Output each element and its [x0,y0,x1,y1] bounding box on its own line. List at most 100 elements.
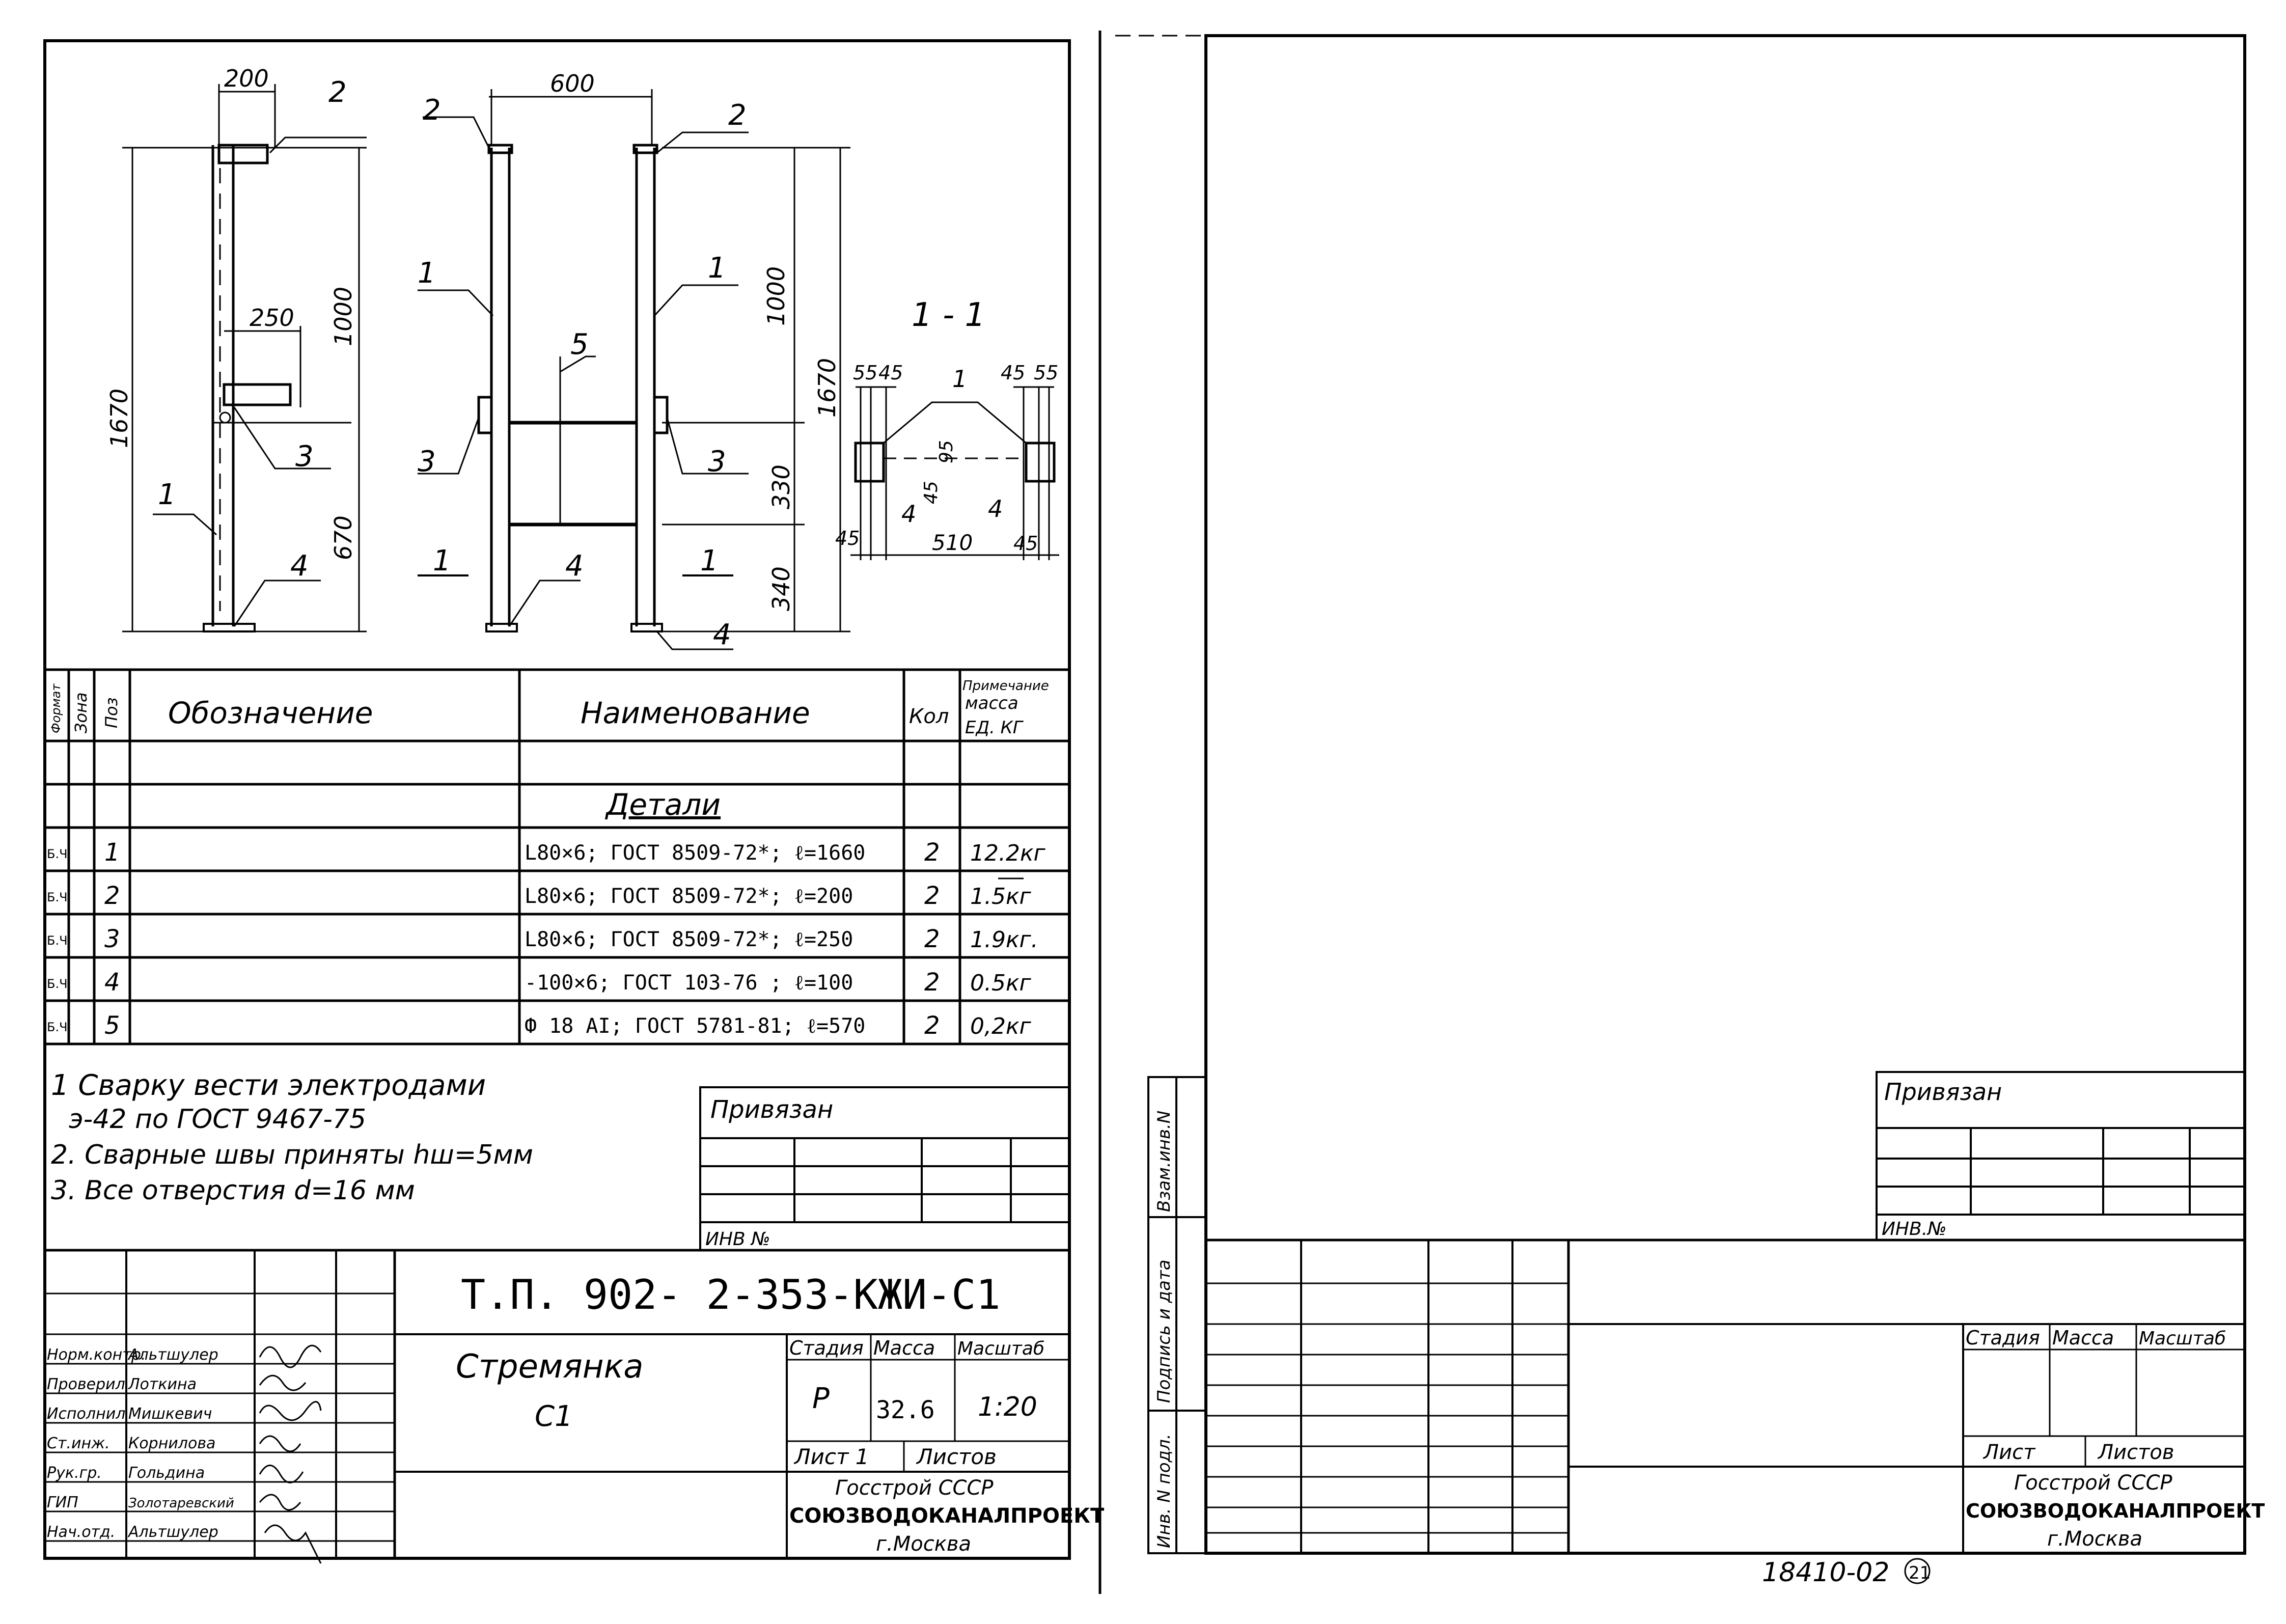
hdr-qty: Кол [909,705,949,728]
hdr-note1: Примечание [962,678,1049,694]
scale-value: 1:20 [978,1392,1037,1422]
binding-right-title: Привязан [1884,1078,2002,1106]
row-format: Б.Ч [47,847,68,861]
dim-45e: 45 [1013,532,1038,555]
dim-330: 330 [767,464,795,509]
stage-label: Стадия [1966,1327,2040,1349]
right-sheet-frame [1204,34,2246,1555]
sheet-label: Лист 1 [793,1444,869,1469]
row-name: L80×6; ГОСТ 8509-72*; ℓ=200 [525,885,853,908]
pos-1c: 1 [158,478,176,511]
row-name: -100×6; ГОСТ 103-76 ; ℓ=100 [525,971,853,995]
org-ministry: Госстрой СССР [835,1476,994,1500]
binding-left-inv: ИНВ № [705,1229,770,1250]
hdr-note3: ЕД. КГ [965,718,1024,738]
scale-label: Масштаб [957,1338,1044,1359]
side-sign-date: Подпись и дата [1154,1259,1174,1403]
hdr-designation: Обозначение [168,696,373,730]
note-line: э-42 по ГОСТ 9467-75 [69,1104,366,1135]
dim-1670a: 1670 [105,389,133,448]
pos-4b: 4 [565,549,584,583]
row-note: 0,2кг [970,1013,1032,1039]
role-label: ГИП [47,1494,78,1511]
dim-340: 340 [767,566,795,611]
pos-2b: 2 [423,94,441,127]
pos-4c: 4 [713,618,731,651]
dim-55b: 55 [1034,362,1058,384]
row-pos: 5 [104,1011,120,1040]
spec-rows: Б.Ч 1 L80×6; ГОСТ 8509-72*; ℓ=1660 2 12.… [47,838,1046,1040]
row-format: Б.Ч [47,1020,68,1034]
pos-2a: 2 [328,76,347,109]
dim-45a: 45 [878,362,903,384]
row-pos: 3 [104,925,120,953]
spec-table [45,668,1069,1045]
general-notes: 1 Сварку вести электродами э-42 по ГОСТ … [51,1069,533,1206]
title-block-right [1206,1238,2245,1553]
org-city: г.Москва [2047,1527,2142,1551]
row-qty: 2 [924,925,940,953]
role-label: Рук.гр. [47,1464,102,1482]
stage-value: Р [812,1382,830,1415]
dim-45c: 45 [921,481,942,504]
section-mark-2: 1 [700,544,719,577]
hdr-zone: Зона [71,692,91,733]
scale-label: Масштаб [2139,1328,2226,1349]
row-pos: 4 [104,968,120,997]
dim-1000a: 1000 [329,287,357,346]
row-format: Б.Ч [47,890,68,904]
org-city: г.Москва [876,1532,971,1556]
table-row: Б.Ч 4 -100×6; ГОСТ 103-76 ; ℓ=100 2 0.5к… [47,968,1032,997]
pos-3a: 3 [295,440,314,473]
drawing-code: Т.П. 902- 2-353-КЖИ-С1 [461,1271,1001,1318]
role-label: Норм.контр. [47,1346,146,1364]
dim-600: 600 [550,70,595,97]
spec-headers: Формат Зона Поз Обозначение Наименование… [49,678,1049,822]
row-qty: 2 [924,838,940,867]
org-name: СОЮЗВОДОКАНАЛПРОЕКТ [789,1504,1105,1528]
hdr-format: Формат [49,683,63,733]
role-label: Нач.отд. [47,1523,115,1541]
role-person: Лоткина [128,1375,197,1393]
pos-4d: 4 [901,500,916,528]
note-line: 3. Все отверстия d=16 мм [51,1175,415,1206]
dim-1000b: 1000 [762,266,790,326]
role-label: Ст.инж. [47,1435,110,1452]
table-row: Б.Ч 5 Ф 18 АI; ГОСТ 5781-81; ℓ=570 2 0,2… [47,1011,1032,1040]
dim-250: 250 [250,304,294,332]
sheet-label: Лист [1982,1441,2036,1464]
pos-1b: 1 [708,252,726,285]
pos-3b: 3 [418,445,436,478]
pos-4a: 4 [290,549,309,583]
mass-label: Масса [873,1337,935,1359]
pos-1d: 1 [952,365,967,393]
section-1-1 [850,386,1059,560]
dim-45b: 45 [1001,362,1025,384]
signatures [259,1344,1931,1584]
side-inv-inst: Взам.инв.N [1154,1111,1174,1212]
table-row: Б.Ч 2 L80×6; ГОСТ 8509-72*; ℓ=200 2 1.5к… [47,882,1032,910]
row-pos: 1 [104,838,120,867]
side-inv-orig: Инв. N подл. [1154,1434,1174,1548]
role-person: Золотаревский [128,1496,234,1511]
row-note: 1.5кг [970,884,1032,910]
role-person: Корнилова [128,1435,215,1452]
hdr-pos: Поз [102,697,121,728]
role-person: Гольдина [128,1464,205,1482]
row-note: 1.9кг. [970,927,1038,953]
role-label: Исполнил [47,1405,125,1423]
row-qty: 2 [924,968,940,997]
dim-95: 95 [936,440,957,463]
role-person: Мишкевич [128,1405,212,1423]
drawing-labels: 200 600 250 1000 1000 1670 1670 670 330 … [105,65,1058,651]
table-row: Б.Ч 3 L80×6; ГОСТ 8509-72*; ℓ=250 2 1.9к… [47,925,1038,953]
binding-right-inv: ИНВ.№ [1882,1219,1947,1240]
roles: Норм.контр. Альтшулер Проверил Лоткина И… [47,1346,234,1541]
row-note: 12.2кг [970,840,1046,866]
product-name: Стремянка [456,1348,643,1386]
sheets-label: Листов [2097,1441,2174,1464]
dim-200: 200 [224,65,269,92]
pos-4e: 4 [988,495,1003,522]
stage-label: Стадия [789,1337,864,1359]
role-label: Проверил [47,1375,125,1393]
